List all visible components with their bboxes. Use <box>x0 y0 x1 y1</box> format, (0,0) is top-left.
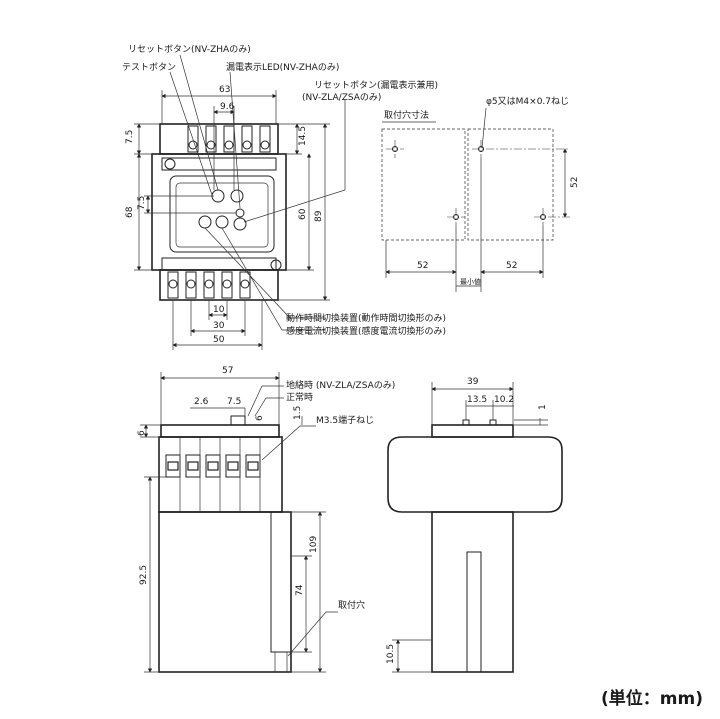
sens-switch-circle <box>215 215 229 229</box>
time-switch-circle <box>198 215 212 229</box>
dim-10-5: 10.5 <box>386 644 396 664</box>
front-window-inner <box>175 182 269 248</box>
dim-10: 10 <box>213 305 225 315</box>
front-view: リセットボタン(NV-ZHAのみ) テストボタン 漏電表示LED(NV-ZHAの… <box>122 44 446 350</box>
dim-68: 68 <box>125 206 135 218</box>
dim-52-a: 52 <box>417 261 428 271</box>
right-side-top-cap <box>431 424 514 438</box>
dim-min: 最小値 <box>460 277 481 286</box>
label-time-switch: 動作時間切換装置(動作時間切換形のみ) <box>286 312 446 324</box>
led-circle <box>235 208 245 218</box>
mount-hole-view: 取付穴寸法 φ5又はM4×0.7ねじ 52 52 52 最小値 <box>381 96 580 292</box>
reset-button-circle <box>230 189 244 203</box>
dim-52-v: 52 <box>570 177 580 188</box>
side-view: 57 2.6 7.5 6 1.5 6 92.5 109 74 地絡時 (NV-Z… <box>137 366 395 673</box>
dim-50: 50 <box>213 335 225 345</box>
label-terminal-screw: M3.5端子ねじ <box>316 414 374 426</box>
label-mount-hole: 取付穴 <box>338 599 365 611</box>
dim-1-5: 1.5 <box>293 406 303 420</box>
right-side-head <box>387 436 563 513</box>
label-sens-switch: 感度電流切換装置(感度電流切換形のみ) <box>286 325 446 337</box>
dim-7-5-b: 7.5 <box>137 196 147 210</box>
side-top-cap <box>160 424 280 438</box>
dim-39: 39 <box>467 377 479 387</box>
dim-109: 109 <box>309 536 319 553</box>
dim-13-5: 13.5 <box>467 395 487 405</box>
dim-92-5: 92.5 <box>139 565 149 585</box>
side-indicator-knob <box>230 415 246 426</box>
label-ground-fault: 地絡時 (NV-ZLA/ZSAのみ) <box>286 379 395 391</box>
dim-7-5-c: 7.5 <box>227 397 241 407</box>
dim-74: 74 <box>295 584 305 596</box>
dim-1: 1 <box>538 404 548 410</box>
label-leak-led: 漏電表示LED(NV-ZHAのみ) <box>226 61 339 73</box>
mount-outline-right <box>467 128 554 241</box>
dim-60: 60 <box>298 208 308 220</box>
label-test-button: テストボタン <box>122 62 176 73</box>
bottom-cover-strip <box>161 257 277 271</box>
label-reset-zha: リセットボタン(NV-ZHAのみ) <box>128 44 251 55</box>
label-screw-hole: φ5又はM4×0.7ねじ <box>486 96 569 107</box>
dim-57: 57 <box>222 366 233 376</box>
dim-9-6: 9.6 <box>220 102 235 112</box>
label-normal: 正常時 <box>286 391 313 403</box>
dim-6-a: 6 <box>137 430 147 436</box>
mount-screw-top-left <box>164 158 176 170</box>
dim-52-b: 52 <box>506 261 517 271</box>
front-body-outline <box>151 153 287 271</box>
right-side-view: 39 13.5 10.2 1 10.5 <box>386 377 563 673</box>
bottom-terminals <box>167 271 251 299</box>
label-reset-shared-models: (NV-ZLA/ZSAのみ) <box>302 92 381 103</box>
top-terminals <box>187 125 271 153</box>
dim-6-b: 6 <box>255 415 265 421</box>
dim-30: 30 <box>213 321 225 331</box>
dim-14-5: 14.5 <box>298 126 308 146</box>
label-reset-shared: リセットボタン(漏電表示兼用) <box>314 79 438 91</box>
dim-7-5-a: 7.5 <box>125 130 135 144</box>
front-window <box>169 175 275 253</box>
side-rail <box>270 511 292 653</box>
mount-screw-bottom-right <box>270 259 282 271</box>
dim-10-2: 10.2 <box>494 395 514 405</box>
right-side-slot <box>466 551 482 673</box>
dim-63: 63 <box>219 85 230 95</box>
label-mount-hole-dims: 取付穴寸法 <box>384 109 429 121</box>
unit-label: (単位：mm) <box>601 688 703 709</box>
dim-2-6: 2.6 <box>194 397 209 407</box>
dim-89: 89 <box>314 210 324 222</box>
reset-shared-circle <box>233 217 247 231</box>
mount-outline-left <box>381 128 466 241</box>
side-terminals <box>165 437 261 512</box>
top-cover-strip <box>161 157 277 171</box>
right-side-body <box>431 511 514 673</box>
